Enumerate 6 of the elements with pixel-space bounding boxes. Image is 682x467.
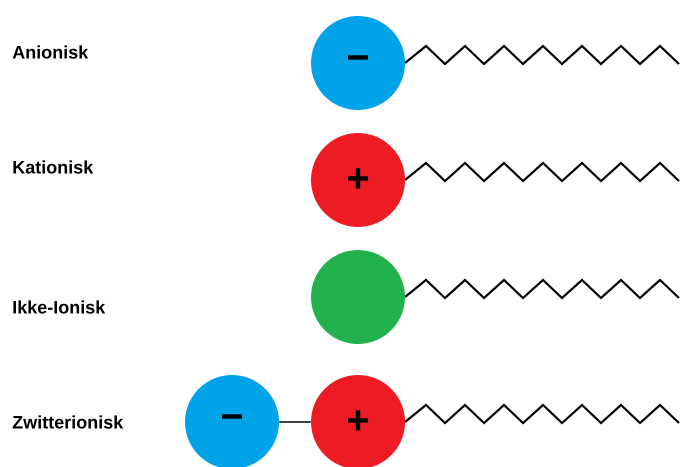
type-label: Zwitterionisk (12, 415, 124, 429)
type-label: Anionisk (12, 45, 88, 59)
type-label: Ikke-Ionisk (13, 300, 106, 314)
type-label: Kationisk (13, 160, 94, 174)
head-circle (311, 250, 405, 344)
connector-line (279, 421, 311, 423)
